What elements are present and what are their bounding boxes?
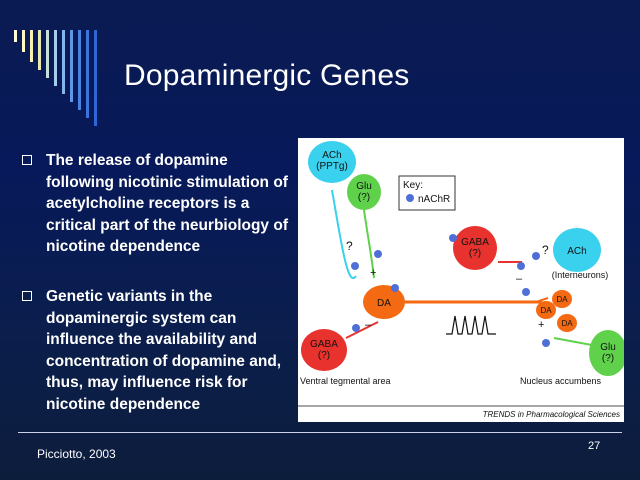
stripe xyxy=(46,30,49,78)
ach-interneuron-label: ACh xyxy=(567,246,586,257)
nachr-receptor-icon xyxy=(374,250,382,258)
da-vesicle xyxy=(536,301,556,319)
nachr-key-icon xyxy=(406,194,414,202)
nachr-receptor-icon xyxy=(542,339,550,347)
stripe xyxy=(54,30,57,86)
stripe xyxy=(30,30,33,62)
nachr-receptor-icon xyxy=(449,234,457,242)
ach-pptg-neuron xyxy=(308,141,356,183)
glu-top-label: Glu xyxy=(356,181,372,192)
glu-right-label: Glu xyxy=(600,342,616,353)
stripe xyxy=(86,30,89,118)
nachr-receptor-icon xyxy=(351,262,359,270)
da-branch xyxy=(535,297,549,303)
stripe xyxy=(62,30,65,94)
bullet-square-icon xyxy=(22,155,32,165)
neuron-diagram: ACh (PPTg) Glu (?) Key: nAChR GABA (?) A… xyxy=(298,138,624,422)
stripe xyxy=(78,30,81,110)
interneurons-label: (Interneurons) xyxy=(552,270,609,280)
ach-axon xyxy=(331,189,357,280)
da-label: DA xyxy=(556,295,568,304)
da-vesicle xyxy=(557,314,577,332)
gaba-low-label: (?) xyxy=(318,350,330,361)
vta-label: Ventral tegmental area xyxy=(300,376,391,386)
plus-sign: + xyxy=(538,319,544,331)
nachr-receptor-icon xyxy=(522,288,530,296)
page-number: 27 xyxy=(588,440,601,452)
bullet-1: The release of dopamine following nicoti… xyxy=(22,150,290,260)
glu-right-label: (?) xyxy=(602,353,614,364)
stripe xyxy=(70,30,73,102)
da-vesicle xyxy=(552,290,572,308)
gaba-low-label: GABA xyxy=(310,339,338,350)
glu-top-neuron xyxy=(347,174,381,210)
footer-divider xyxy=(18,432,622,433)
glu-top-label: (?) xyxy=(358,192,370,203)
minus-sign: – xyxy=(365,319,372,331)
question-mark: ? xyxy=(542,243,549,257)
nucleus-accumbens-label: Nucleus accumbens xyxy=(520,376,602,386)
minus-sign: – xyxy=(516,273,523,285)
decorative-stripes xyxy=(14,30,114,130)
bullet-1-text: The release of dopamine following nicoti… xyxy=(46,152,288,255)
glu-right-neuron xyxy=(589,330,624,376)
da-vta-label: DA xyxy=(377,298,391,309)
ach-pptg-label: ACh xyxy=(322,150,341,161)
gaba-mid-label: (?) xyxy=(469,248,481,259)
question-mark: ? xyxy=(346,239,353,253)
nachr-receptor-icon xyxy=(517,262,525,270)
gaba-low-neuron xyxy=(301,329,347,371)
stripe xyxy=(94,30,97,126)
glu-axon-top xyxy=(363,209,375,279)
ach-interneuron xyxy=(553,228,601,272)
nachr-receptor-icon xyxy=(532,252,540,260)
gaba-low-axon xyxy=(345,321,379,339)
key-title: Key: xyxy=(403,180,423,191)
da-vta-neuron xyxy=(363,285,405,319)
ach-pptg-label: (PPTg) xyxy=(316,161,348,172)
stripe xyxy=(38,30,41,70)
citation: Picciotto, 2003 xyxy=(37,447,116,461)
bullet-2: Genetic variants in the dopaminergic sys… xyxy=(22,286,290,416)
figure-credit: TRENDS in Pharmacological Sciences xyxy=(483,410,620,419)
gaba-mid-neuron xyxy=(453,226,497,270)
da-label: DA xyxy=(561,319,573,328)
spike-train xyxy=(446,315,496,335)
da-label: DA xyxy=(540,306,552,315)
bullet-square-icon xyxy=(22,291,32,301)
gaba-mid-label: GABA xyxy=(461,237,489,248)
bullet-2-text: Genetic variants in the dopaminergic sys… xyxy=(46,288,282,413)
stripe xyxy=(14,30,17,42)
nachr-receptor-icon xyxy=(391,284,399,292)
slide-title: Dopaminergic Genes xyxy=(124,59,410,92)
key-item: nAChR xyxy=(418,194,450,205)
neuron-diagram-svg: ACh (PPTg) Glu (?) Key: nAChR GABA (?) A… xyxy=(298,141,624,419)
plus-sign: + xyxy=(370,267,376,279)
stripe xyxy=(22,30,25,52)
nachr-receptor-icon xyxy=(352,324,360,332)
key-box xyxy=(398,175,456,211)
